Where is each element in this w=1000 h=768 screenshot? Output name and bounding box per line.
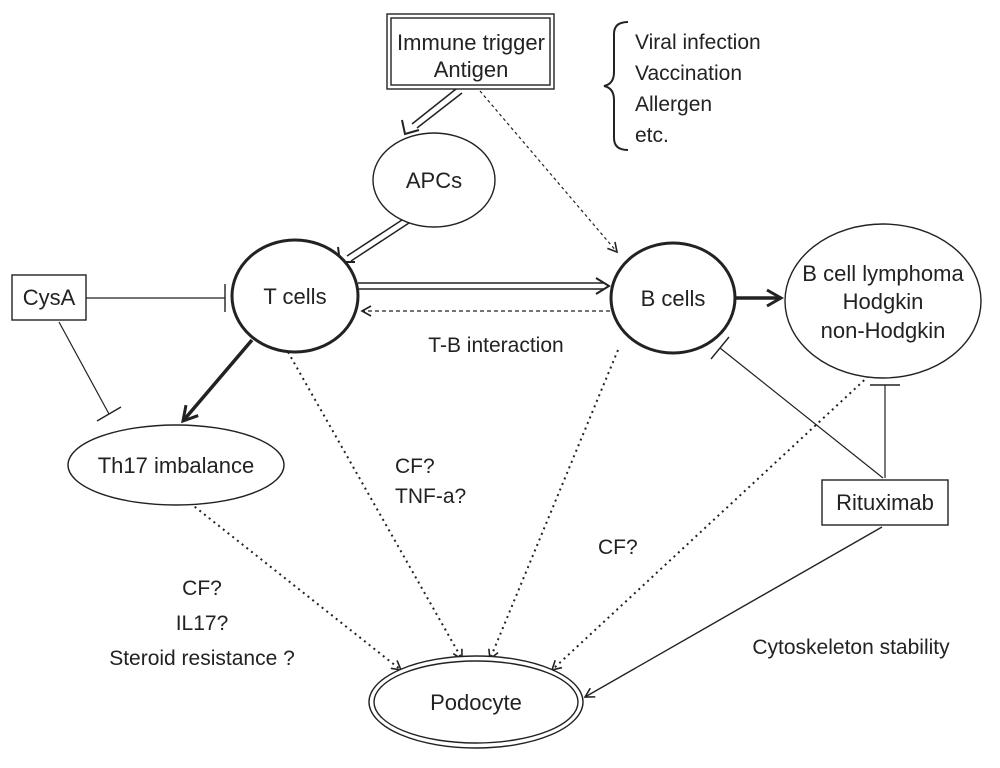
tcell-factor-tnfa: TNF-a? <box>395 485 466 508</box>
bcells-label: B cells <box>641 286 706 311</box>
trigger-example-allergen: Allergen <box>635 93 712 116</box>
th17-factor-cf: CF? <box>182 577 222 600</box>
antigen-label: Antigen <box>434 57 509 82</box>
inhibit-cysa-th17 <box>58 321 122 422</box>
arrow-lymphoma-to-podocyte <box>550 371 874 672</box>
arrow-apcs-to-tcells <box>337 217 410 263</box>
cysa-label: CysA <box>23 285 76 310</box>
arrow-bcells-to-podocyte <box>488 349 619 661</box>
podocyte-node: Podocyte <box>368 655 584 749</box>
tcell-factor-cf: CF? <box>395 455 435 478</box>
hodgkin-label: Hodgkin <box>843 289 924 314</box>
non-hodgkin-label: non-Hodgkin <box>821 318 946 343</box>
arrow-tcells-to-bcells <box>358 277 611 295</box>
inhibit-rituximab-lymphoma <box>870 384 900 478</box>
tb-interaction-label: T-B interaction <box>428 334 563 357</box>
th17-factor-steroid: Steroid resistance ? <box>109 647 295 670</box>
rituximab-label: Rituximab <box>836 490 934 515</box>
trigger-examples: Viral infection Vaccination Allergen etc… <box>603 21 761 151</box>
th17-label: Th17 imbalance <box>98 453 255 478</box>
immune-trigger-node: Immune trigger Antigen <box>386 13 555 90</box>
trigger-example-etc: etc. <box>635 124 669 147</box>
apcs-node: APCs <box>372 132 496 228</box>
apcs-label: APCs <box>406 168 462 193</box>
cytoskeleton-label: Cytoskeleton stability <box>752 636 950 659</box>
arrow-tcells-to-th17 <box>181 338 254 424</box>
rituximab-node: Rituximab <box>821 479 949 526</box>
trigger-example-viral: Viral infection <box>635 31 761 54</box>
th17-node: Th17 imbalance <box>67 424 285 506</box>
arrow-tcells-to-podocyte <box>287 351 463 661</box>
bcell-factor-cf: CF? <box>598 536 638 559</box>
th17-factor-il17: IL17? <box>176 612 229 635</box>
lymphoma-node: B cell lymphoma Hodgkin non-Hodgkin <box>784 223 982 379</box>
arrow-trigger-to-bcells <box>479 90 619 254</box>
podocyte-label: Podocyte <box>430 690 522 715</box>
lymphoma-label: B cell lymphoma <box>802 261 964 286</box>
arrow-rituximab-to-podocyte <box>583 526 883 698</box>
trigger-example-vaccination: Vaccination <box>635 62 742 85</box>
cysa-node: CysA <box>11 274 87 321</box>
inhibit-cysa-tcells <box>86 284 226 312</box>
inhibit-rituximab-bcells <box>710 336 884 479</box>
bcells-node: B cells <box>609 241 737 355</box>
brace-icon <box>603 21 629 151</box>
arrow-trigger-to-apcs <box>401 88 463 136</box>
immune-trigger-label: Immune trigger <box>397 30 545 55</box>
tcells-node: T cells <box>230 238 360 354</box>
tcells-label: T cells <box>263 284 326 309</box>
